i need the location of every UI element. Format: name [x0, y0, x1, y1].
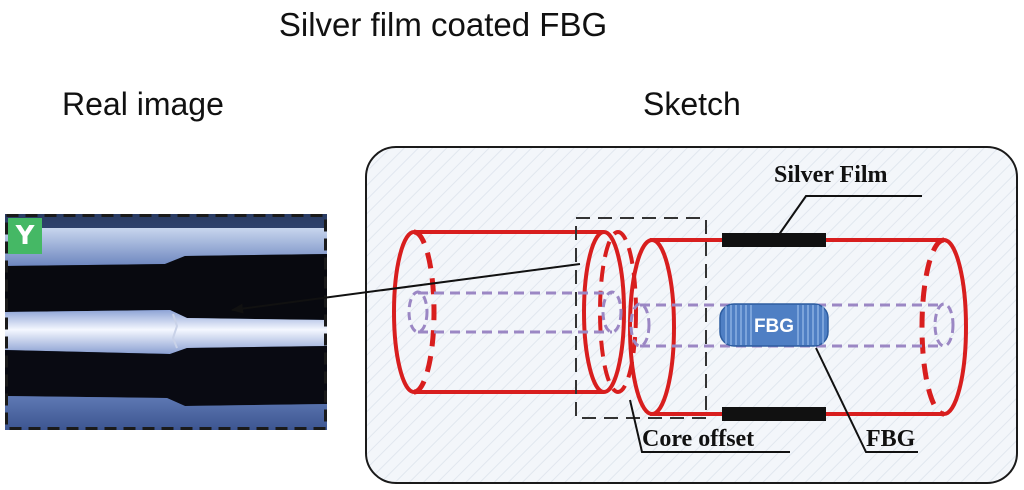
fbg-callout-label: FBG	[866, 426, 916, 452]
left-fiber-cladding	[392, 229, 638, 395]
silver-film-leader	[777, 195, 922, 237]
silver-film-label: Silver Film	[774, 162, 888, 188]
core-offset-leader	[629, 399, 790, 453]
sketch-to-image-arrow	[231, 263, 581, 314]
core-offset-label: Core offset	[642, 426, 754, 452]
photo-y-badge: Y	[8, 218, 42, 254]
fbg-leader	[815, 347, 918, 453]
sketch-title: Sketch	[643, 86, 741, 122]
fbg-grating-label: FBG	[754, 316, 794, 337]
left-fiber-core	[407, 290, 623, 334]
fbg-grating: FBG	[719, 303, 829, 347]
real-image-title: Real image	[62, 86, 224, 122]
core-offset-box	[575, 217, 707, 419]
silver-film-top	[722, 233, 826, 247]
figure-title: Silver film coated FBG	[278, 6, 608, 43]
real-image-photo: Y	[5, 214, 327, 430]
silver-film-bottom	[722, 407, 826, 421]
